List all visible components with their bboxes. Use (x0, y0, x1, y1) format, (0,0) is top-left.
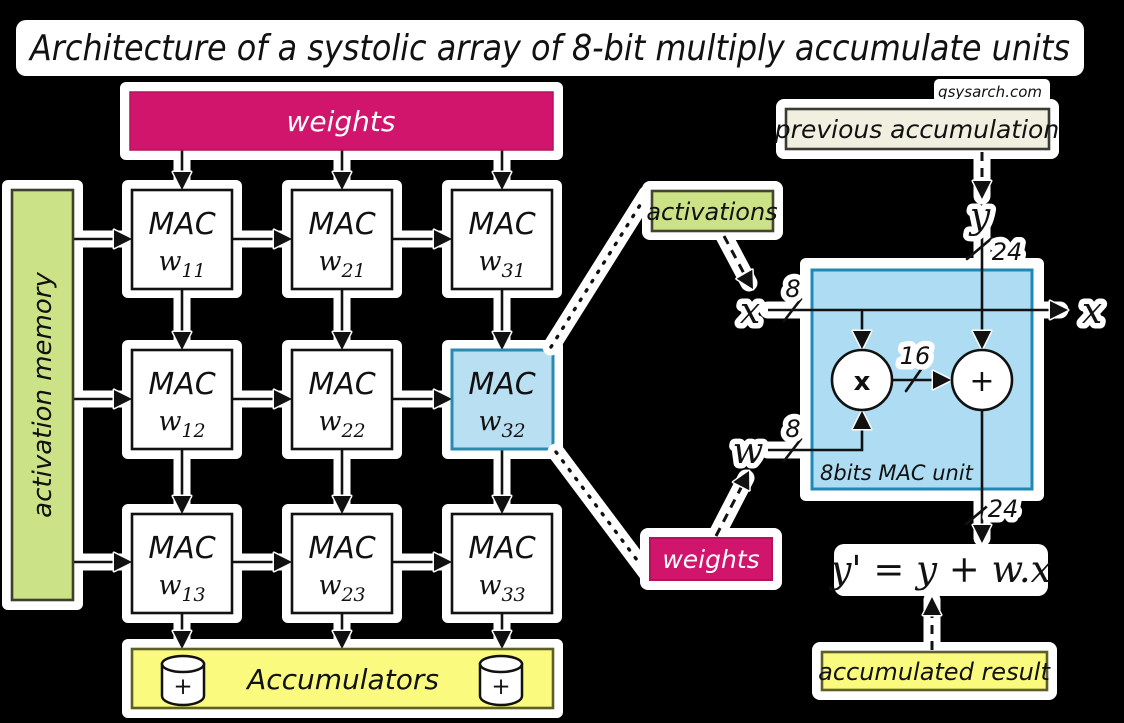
accumulators-label: Accumulators (245, 663, 439, 696)
mac-cell-w32-highlighted: MAC w32 (450, 348, 555, 451)
activations-arrow (722, 235, 750, 282)
detail-arrow-heads (731, 179, 1070, 617)
input-w-label: w (733, 431, 764, 472)
mac-cell-w12: MAC w12 (130, 348, 234, 451)
grid-arrow-shafts (73, 150, 504, 645)
mac-cell-w11: MAC w11 (130, 188, 234, 291)
accumulator-database-icon-right: + (478, 654, 524, 707)
mac-label: MAC (148, 207, 215, 242)
accumulated-result-text: accumulated result (818, 658, 1051, 686)
weight-subscript: w31 (478, 246, 525, 282)
activation-memory-bar: activation memory (10, 188, 75, 602)
mac-cell-w23: MAC w23 (290, 512, 394, 615)
weight-subscript: w23 (318, 570, 365, 606)
activations-label: activations (646, 189, 778, 233)
result-formula: y' = y + w.x (829, 548, 1052, 591)
input-y-label: y (968, 196, 991, 237)
mac-label: MAC (148, 531, 215, 566)
title-text: Architecture of a systolic array of 8-bi… (28, 28, 1070, 69)
plus-symbol: + (173, 674, 192, 700)
weights-banner: weights (129, 91, 554, 151)
weight-subscript: w11 (158, 246, 205, 282)
mac-unit-caption: 8bits MAC unit (820, 461, 974, 485)
bus-width-y-out: 24 (988, 495, 1019, 523)
previous-accumulation-label: previous accumulation (774, 107, 1059, 151)
mac-label: MAC (308, 531, 375, 566)
mac-label: MAC (468, 207, 535, 242)
mac-unit-detail: x + 8bits MAC unit x x w y 8 8 16 24 24 … (640, 99, 1108, 700)
mac-cell-w33: MAC w33 (450, 512, 554, 615)
bus-width-product: 16 (900, 342, 931, 370)
multiplier-symbol: x (854, 367, 871, 397)
accumulator-database-icon-left: + (160, 654, 206, 707)
weights-banner-label: weights (287, 105, 396, 138)
page-title: Architecture of a systolic array of 8-bi… (16, 20, 1084, 76)
systolic-array: weights activation memory MAC w11 MAC w2… (2, 82, 563, 718)
weights-arrow (714, 479, 747, 537)
adder-symbol: + (969, 364, 994, 399)
weight-subscript: w33 (478, 570, 525, 606)
mac-label: MAC (148, 367, 215, 402)
accumulators-bar: Accumulators + + (130, 647, 555, 710)
bus-width-w: 8 (785, 415, 800, 443)
bus-width-slashes (782, 236, 994, 526)
bus-width-y-in: 24 (992, 238, 1023, 266)
zoom-connector-top (549, 192, 649, 349)
output-x-label: x (1082, 291, 1102, 332)
mac-cell-w31: MAC w31 (450, 188, 554, 291)
weight-subscript: w12 (158, 406, 205, 442)
weight-subscript: w21 (318, 246, 365, 282)
previous-accumulation-text: previous accumulation (774, 115, 1059, 144)
weight-subscript: w22 (318, 406, 365, 442)
mac-label: MAC (308, 367, 375, 402)
input-x-label: x (740, 291, 760, 332)
mac-grid: MAC w11 MAC w21 MAC w31 MAC w12 MAC (130, 188, 555, 615)
weight-subscript: w13 (158, 570, 205, 606)
accumulated-result-label: accumulated result (818, 650, 1051, 692)
grid-arrow-heads (112, 170, 513, 651)
mac-cell-w22: MAC w22 (290, 348, 394, 451)
mac-cell-w13: MAC w13 (130, 512, 234, 615)
plus-symbol: + (491, 674, 510, 700)
bus-width-x: 8 (785, 275, 800, 303)
activation-memory-label: activation memory (28, 272, 58, 518)
zoom-connector-bottom (554, 450, 651, 578)
weight-subscript: w32 (478, 406, 525, 442)
mac-label: MAC (468, 367, 535, 402)
mac-label: MAC (308, 207, 375, 242)
adder-node: + (950, 348, 1014, 412)
weights-text: weights (662, 545, 759, 574)
zoom-connector-lines (542, 185, 658, 585)
activations-text: activations (646, 198, 777, 226)
detail-signal-lines (768, 225, 1064, 538)
credit: qsysarch.com (934, 79, 1050, 103)
mac-cell-w21: MAC w21 (290, 188, 394, 291)
weights-label: weights (649, 537, 773, 581)
credit-text: qsysarch.com (938, 83, 1042, 101)
multiplier-node: x (830, 348, 894, 412)
mac-label: MAC (468, 531, 535, 566)
